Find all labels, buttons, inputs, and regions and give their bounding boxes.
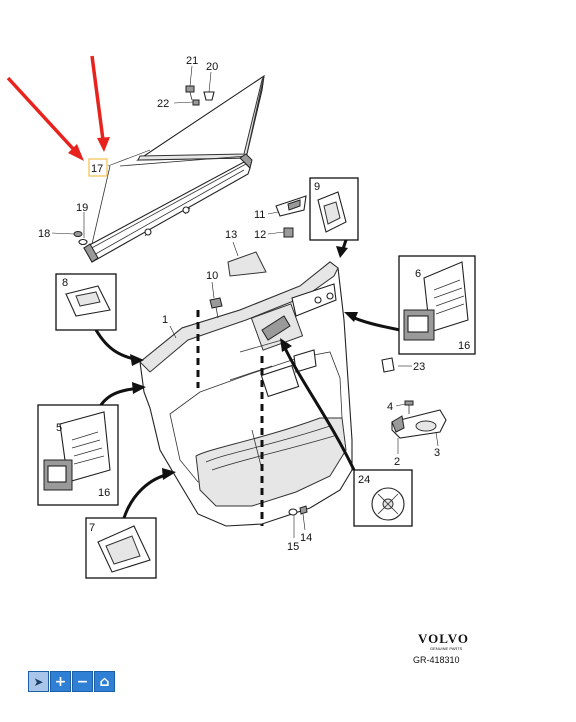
svg-text:GENUINE PARTS: GENUINE PARTS [430,646,463,651]
pointer-arrows [94,239,401,519]
detail-box-5 [37,404,119,506]
screw-10 [209,297,223,319]
callout-11[interactable]: 11 [254,209,265,221]
callout-4[interactable]: 4 [387,401,393,413]
screw-14 [299,505,308,515]
washer-15 [288,508,298,516]
callout-7[interactable]: 7 [89,522,95,534]
switch-panel-2 [391,415,405,433]
callout-5[interactable]: 5 [56,422,62,434]
clip-12 [283,227,294,238]
clip-21 [185,85,195,93]
callout-21[interactable]: 21 [186,55,198,67]
callout-2[interactable]: 2 [394,456,400,468]
screw-18 [73,231,83,237]
red-arrowhead-right [97,137,110,152]
pointer-icon[interactable]: ➤ [28,671,49,692]
dashed-leaders [196,310,264,526]
callout-box-17 [88,158,108,177]
callout-16-right[interactable]: 16 [458,340,470,352]
callout-24[interactable]: 24 [358,474,370,486]
callout-23[interactable]: 23 [413,361,425,373]
zoom-toolbar: ➤ + − ⌂ [28,671,115,692]
clip-22 [192,99,200,106]
callout-14[interactable]: 14 [300,532,312,544]
handle-cover-13 [227,251,267,277]
detail-box-24 [353,469,413,527]
callouts: 17 21 20 22 19 18 9 11 12 13 10 8 1 6 16… [38,55,470,553]
zoom-in-icon[interactable]: + [50,671,71,692]
red-arrow-left [6,76,78,154]
callout-3[interactable]: 3 [434,447,440,459]
sun-curtain-rail [83,161,251,263]
callout-10[interactable]: 10 [206,270,218,282]
callout-leaders [51,65,439,538]
callout-22[interactable]: 22 [157,98,169,110]
svg-text:VOLVO: VOLVO [418,631,469,646]
volvo-logo: VOLVO GENUINE PARTS [418,631,469,651]
zoom-out-icon[interactable]: − [72,671,93,692]
washer-19 [78,238,88,246]
callout-12[interactable]: 12 [254,229,266,241]
clip-23 [381,357,395,373]
callout-16-left[interactable]: 16 [98,487,110,499]
detail-box-6 [398,255,476,355]
callout-8[interactable]: 8 [62,277,68,289]
clip-20 [203,91,215,101]
switch-assembly [391,400,447,439]
callout-17[interactable]: 17 [91,163,103,175]
door-panel [139,261,353,527]
home-icon[interactable]: ⌂ [94,671,115,692]
detail-box-7 [85,517,157,579]
callout-6[interactable]: 6 [415,268,421,280]
highlight-arrows [6,55,110,161]
red-arrow-right [90,55,105,141]
callout-1[interactable]: 1 [162,314,168,326]
detail-box-8 [55,273,117,331]
screw-4 [404,400,414,406]
sun-curtain-assembly [73,74,265,263]
callout-13[interactable]: 13 [225,229,237,241]
callout-9[interactable]: 9 [314,181,320,193]
callout-19[interactable]: 19 [76,202,88,214]
callout-20[interactable]: 20 [206,61,218,73]
red-arrowhead-left [68,144,84,161]
reference-code: GR-418310 [413,655,460,665]
callout-15[interactable]: 15 [287,541,299,553]
detail-box-9 [309,177,359,241]
callout-18[interactable]: 18 [38,228,50,240]
